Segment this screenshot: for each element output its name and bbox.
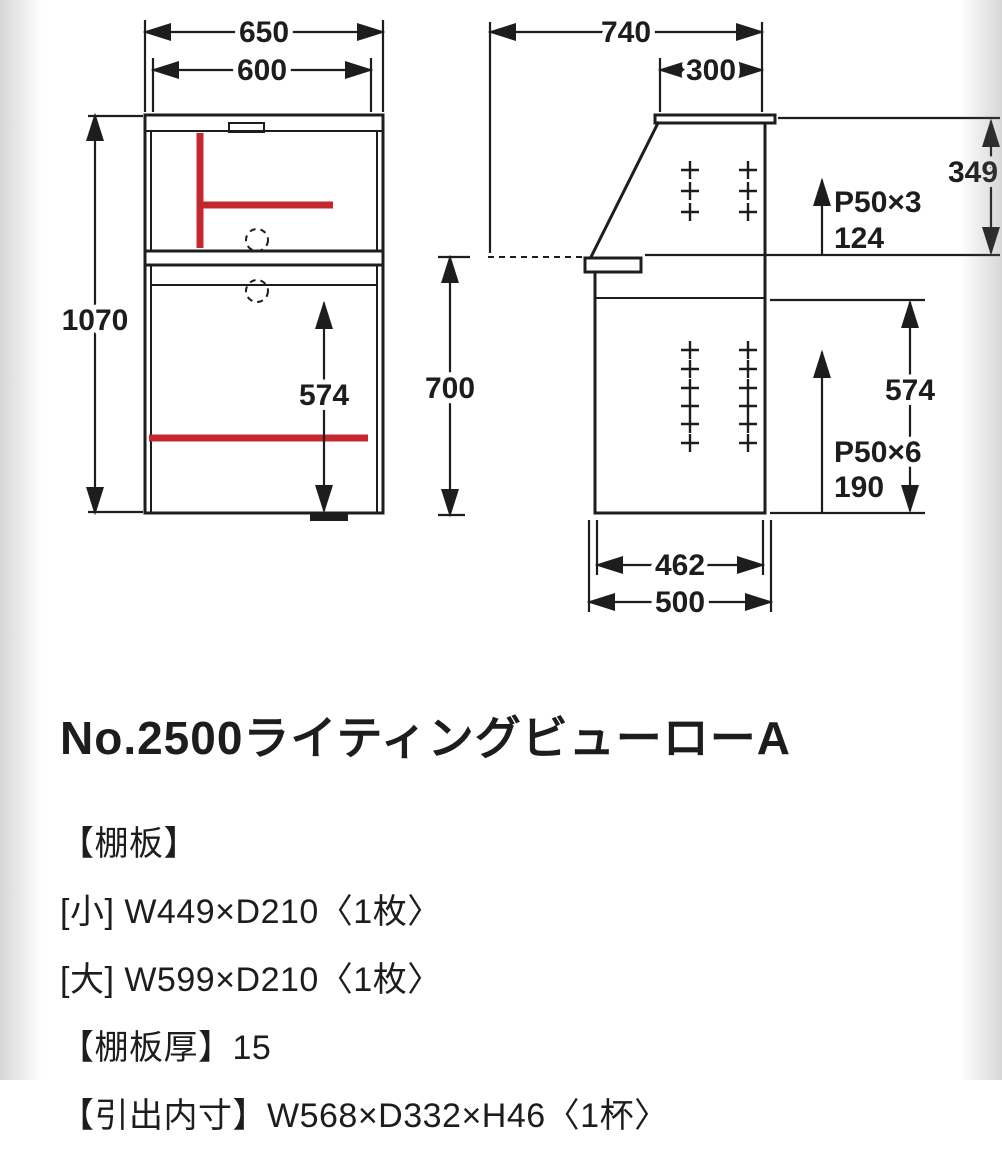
- dim-front-width-overall: 650: [239, 16, 289, 49]
- dim-side-lower-height: 574: [885, 374, 935, 407]
- knob-dashed-circle-upper: [245, 228, 269, 252]
- side-dimensions: 740 300 349 P50×3 124 574 P50×6 190 462 …: [487, 11, 1002, 624]
- spec-shelf-header: 【棚板】: [60, 825, 198, 863]
- dim-front-height-overall: 1070: [62, 304, 129, 337]
- front-extension-lines-top: [143, 20, 385, 112]
- product-title: No.2500ライティングビューローA: [60, 712, 791, 764]
- shelf-pin-holes-lower: [679, 339, 759, 454]
- dim-front-width-inner: 600: [237, 54, 287, 87]
- front-lower-side-panels: [150, 265, 378, 513]
- spec-shelf-thickness: 【棚板厚】15: [60, 1029, 272, 1067]
- spec-shelf-large: [大] W599×D210〈1枚〉: [60, 961, 442, 999]
- front-dimensions: 650 600 1070 574 700: [57, 11, 480, 518]
- front-foot: [310, 513, 348, 521]
- spec-shelf-small: [小] W449×D210〈1枚〉: [60, 893, 442, 931]
- dim-lower-offset: 190: [834, 471, 884, 504]
- dim-lower-pitch: P50×6: [834, 436, 922, 469]
- side-slanted-front: [588, 120, 661, 260]
- dim-upper-pitch: P50×3: [834, 186, 922, 219]
- knob-dashed-circle-lower: [245, 279, 269, 303]
- dim-side-depth-overall: 740: [601, 16, 651, 49]
- dim-side-upper-height: 349: [948, 156, 998, 189]
- front-upper-side-panels: [150, 131, 378, 251]
- side-extension-lines-right-lower: [770, 298, 925, 515]
- furniture-dimension-diagram: 650 600 1070 574 700: [57, 11, 1002, 624]
- spec-drawer-inner-size: 【引出内寸】W568×D332×H46〈1杯〉: [60, 1097, 669, 1135]
- side-extension-lines-bottom: [587, 520, 773, 612]
- front-handle-slot: [228, 122, 265, 133]
- front-view: [143, 113, 385, 521]
- dim-side-top-depth: 300: [686, 54, 736, 87]
- dim-desk-height: 700: [425, 372, 475, 405]
- side-desk-front-rail: [583, 256, 643, 274]
- side-top-board: [653, 113, 777, 125]
- dim-front-lower-inner-height: 574: [299, 379, 349, 412]
- dim-upper-offset: 124: [834, 222, 884, 255]
- shelf-pin-holes-upper: [679, 159, 759, 223]
- side-view: [488, 113, 777, 515]
- product-info: No.2500ライティングビューローA 【棚板】 [小] W449×D210〈1…: [60, 702, 791, 1156]
- front-cabinet-outline: [143, 113, 385, 515]
- dim-base-depth-overall: 500: [655, 586, 705, 619]
- dim-base-depth-inner: 462: [655, 549, 705, 582]
